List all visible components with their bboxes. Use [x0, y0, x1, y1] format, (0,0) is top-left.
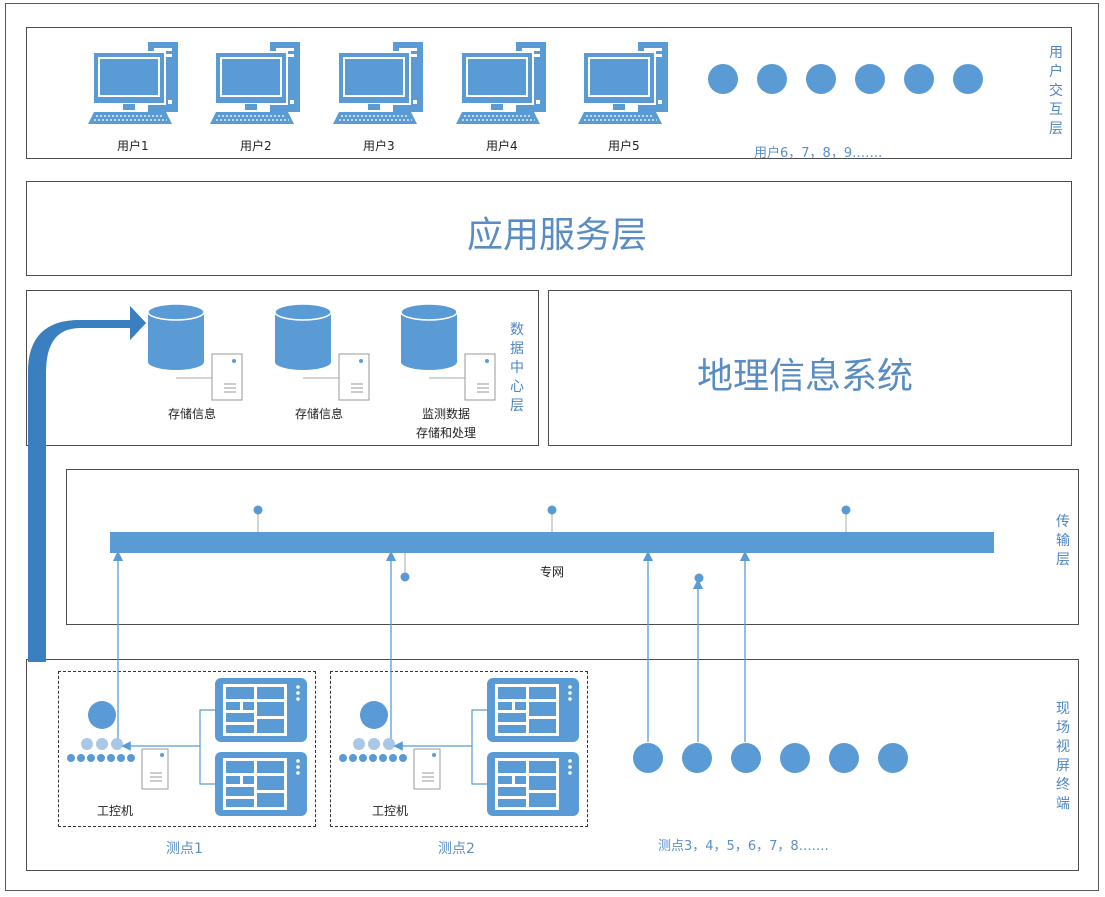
- point-1-screen-bottom-icon: [215, 752, 307, 816]
- user-3-label: 用户3: [363, 139, 395, 153]
- point-2-links: [393, 709, 487, 785]
- terminal-layer-label: 现场视屏终端: [1056, 701, 1070, 812]
- measure-point-2-group: [330, 671, 588, 827]
- user-layer-label: 用户交互层: [1049, 45, 1063, 137]
- point-2-screen-top-icon: [487, 678, 579, 742]
- user-1-label: 用户1: [117, 139, 149, 153]
- transport-layer-label: 传输层: [1056, 514, 1070, 568]
- diagram-frame: [5, 3, 1099, 891]
- private-network-bus: [110, 505, 994, 582]
- app-layer-title: 应用服务层: [467, 215, 648, 256]
- user-2-computer-icon: [209, 41, 301, 125]
- user-interaction-layer: [26, 27, 1072, 159]
- user-5-label: 用户5: [608, 139, 640, 153]
- user-1-computer-icon: [87, 41, 179, 125]
- gis-box: [548, 290, 1072, 446]
- storage-3-label-line1: 监测数据: [422, 407, 471, 421]
- user-5-computer-icon: [577, 41, 669, 125]
- point-2-label: 测点2: [438, 841, 475, 857]
- measure-point-1-group: [58, 671, 316, 827]
- point-2-screen-bottom-icon: [487, 752, 579, 816]
- user-3-computer-icon: [332, 41, 424, 125]
- point-1-links: [121, 709, 215, 785]
- point-2-ipc-icon: [338, 700, 441, 790]
- more-users-dots: [708, 64, 983, 94]
- more-users-label: 用户6，7，8，9…….: [754, 146, 883, 161]
- point-1-label: 测点1: [166, 841, 203, 857]
- point-1-ipc-label: 工控机: [97, 804, 134, 818]
- user-2-label: 用户2: [240, 139, 272, 153]
- app-service-layer: [26, 181, 1072, 276]
- user-4-computer-icon: [455, 41, 547, 125]
- storage-1-database-icon: [147, 303, 243, 401]
- storage-2-database-icon: [274, 303, 370, 401]
- storage-1-label: 存储信息: [168, 407, 217, 421]
- storage-3-label-line2: 存储和处理: [416, 426, 477, 440]
- point-1-screen-top-icon: [215, 678, 307, 742]
- storage-3-database-icon: [400, 303, 496, 401]
- network-label: 专网: [540, 565, 565, 579]
- data-center-layer-label: 数据中心层: [510, 322, 524, 414]
- uplink-lines: [112, 550, 751, 742]
- gis-title: 地理信息系统: [697, 356, 914, 397]
- more-points-dots: [633, 743, 908, 773]
- more-points-label: 测点3，4，5，6，7，8…….: [658, 839, 829, 854]
- storage-2-label: 存储信息: [295, 407, 344, 421]
- upload-arrow: [28, 306, 146, 662]
- user-4-label: 用户4: [486, 139, 518, 153]
- point-2-ipc-label: 工控机: [372, 804, 409, 818]
